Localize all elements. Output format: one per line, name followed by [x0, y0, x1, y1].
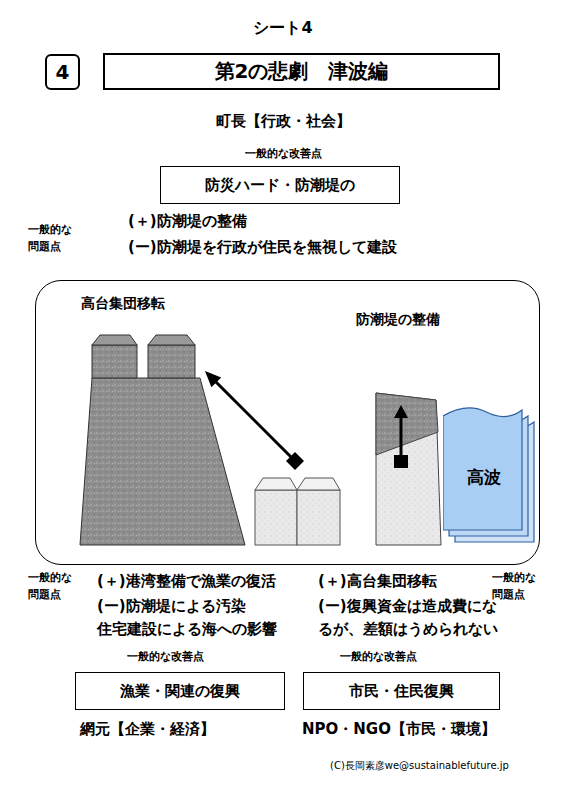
text-label: 町長【行政・社会】 — [143, 110, 423, 133]
measure-box: 漁業・関連の復興 — [75, 672, 285, 710]
text-label: 一般的な改善点 — [213, 146, 353, 163]
text-label: 一般的な改善点 — [105, 649, 225, 666]
measure-box: 防災ハード・防潮堤の — [160, 166, 400, 204]
wave-shape: 高波 — [443, 406, 535, 543]
hill-shape — [80, 378, 245, 545]
text-label: (ー)防潮堤による汚染 住宅建設による海への影響 — [97, 595, 312, 640]
number-badge: 4 — [45, 54, 80, 90]
seawall — [376, 393, 441, 545]
measure-box: 市民・住民復興 — [303, 672, 500, 710]
text-label: シート4 — [233, 16, 333, 40]
hill-houses — [92, 335, 195, 378]
node-text: 市民・住民復興 — [349, 682, 454, 701]
scene-frame: 高台集団移転防潮堤の整備高波 — [35, 280, 540, 565]
text-label: (＋)港湾整備で漁業の復活 — [97, 570, 312, 593]
text-label: (ー)復興資金は造成費にな るが、差額はうめられない — [318, 595, 533, 640]
text-label: (ー)防潮堤を行政が住民を無視して建設 — [128, 236, 508, 259]
title-text: 第2の悲劇 津波編 — [215, 58, 389, 85]
node-text: 4 — [56, 60, 70, 84]
node-text: 高波 — [467, 466, 501, 489]
text-label: (C)長岡素彦we@sustainablefuture.jp — [330, 758, 560, 773]
relocation-arrow — [205, 371, 304, 470]
text-label: 網元【企業・経済】 — [80, 718, 290, 741]
title-box: 第2の悲劇 津波編 — [103, 53, 500, 90]
node-text: 漁業・関連の復興 — [120, 682, 240, 701]
text-label: (＋)防潮堤の整備 — [128, 210, 448, 233]
text-label: 一般的な 問題点 — [28, 570, 88, 603]
text-label: 一般的な改善点 — [318, 649, 438, 666]
text-label: NPO・NGO【市民・環境】 — [302, 718, 552, 741]
text-label: 一般的な 問題点 — [492, 570, 552, 603]
node-text: 高台集団移転 — [81, 295, 165, 313]
text-label: (＋)高台集団移転 — [318, 570, 488, 593]
text-label: 一般的な 問題点 — [28, 222, 88, 255]
node-text: 防潮堤の整備 — [356, 311, 440, 329]
node-text: 防災ハード・防潮堤の — [205, 176, 355, 195]
low-houses — [255, 478, 340, 545]
